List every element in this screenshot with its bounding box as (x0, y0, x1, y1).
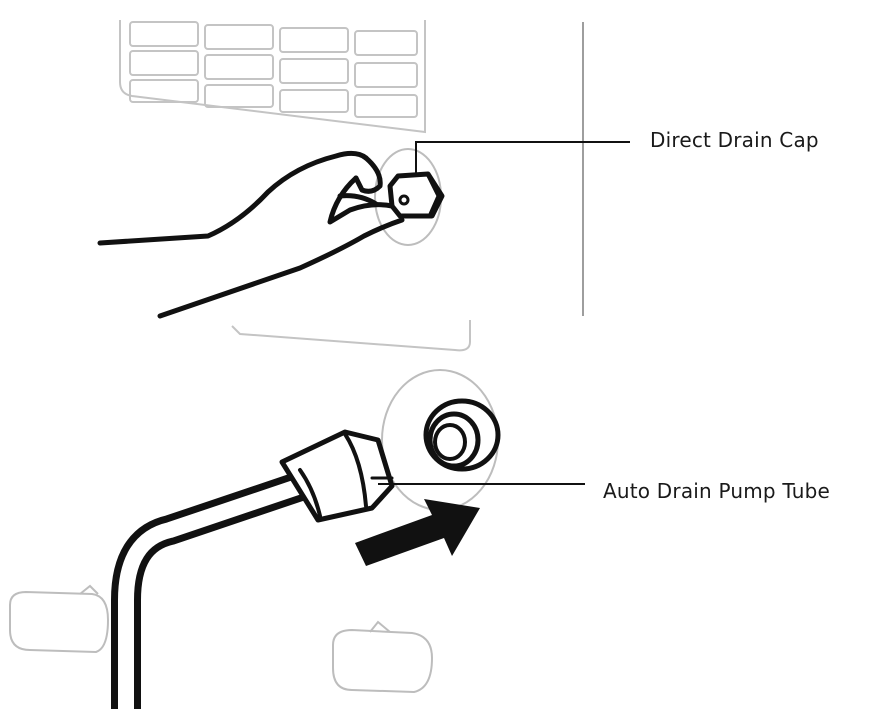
label-direct-drain-cap: Direct Drain Cap (650, 128, 819, 152)
caster-right-icon (332, 620, 434, 694)
auto-drain-pump-tube-icon (111, 429, 395, 709)
leader-direct-drain-cap (415, 141, 630, 176)
caster-left-icon (9, 584, 110, 654)
label-auto-drain-pump-tube: Auto Drain Pump Tube (603, 479, 831, 503)
unit-base-outline (231, 320, 471, 352)
air-grille (119, 20, 426, 134)
drain-port-recess (381, 369, 499, 511)
drain-port-icon (423, 398, 501, 472)
top-panel (97, 20, 584, 319)
hand-icon (97, 150, 405, 319)
direct-drain-cap-icon (387, 171, 445, 219)
callout-leaders (378, 141, 630, 485)
bottom-panel (9, 320, 501, 709)
insert-direction-arrow (355, 499, 480, 566)
